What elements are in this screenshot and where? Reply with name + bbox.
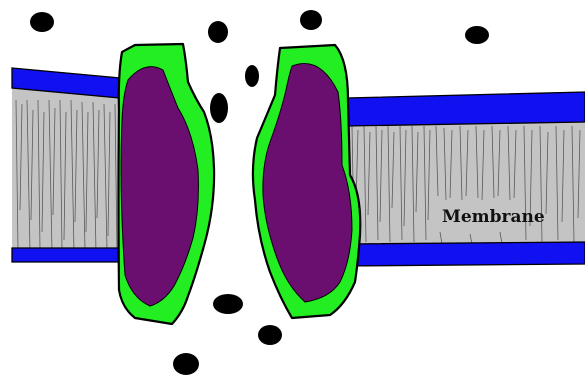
membrane-label: Membrane [442, 207, 545, 227]
membrane-right-top-head [346, 92, 585, 126]
ion-dot [258, 325, 282, 345]
ion-dot [208, 21, 228, 43]
ion-dot [213, 294, 243, 314]
ion-dot [465, 26, 489, 44]
ion-dot [210, 93, 228, 123]
membrane-right: Membrane [346, 92, 585, 266]
channel-protein-right [253, 45, 360, 318]
ion-dot [300, 10, 322, 30]
ion-dot [30, 12, 54, 32]
channel-protein-left [119, 44, 215, 324]
ion-dot [245, 65, 259, 87]
ion-dot [173, 353, 199, 375]
membrane-right-bottom-head [346, 242, 585, 266]
membrane-left-bottom-head [12, 248, 120, 262]
membrane-left [12, 68, 120, 262]
